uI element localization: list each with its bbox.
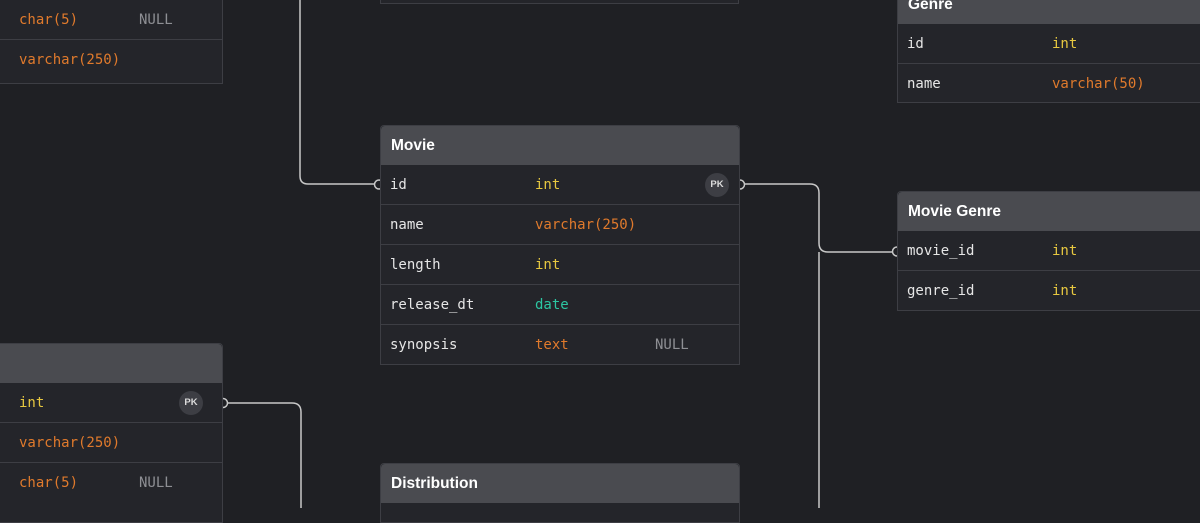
table-row: genre_id int (898, 271, 1200, 310)
column-type: int (535, 257, 561, 273)
column-type: int (1052, 283, 1078, 299)
table-row: varchar(250) (0, 40, 222, 80)
column-name: synopsis (390, 337, 458, 353)
column-null: NULL (139, 12, 173, 28)
column-null: NULL (655, 337, 689, 353)
table-title: Movie (391, 136, 435, 154)
column-name: id (390, 177, 407, 193)
relation-line-movie-to-movie-genre (744, 183, 892, 508)
table-header[interactable]: Movie (381, 126, 739, 165)
table-row: int PK (0, 383, 222, 423)
column-name: movie_id (907, 243, 975, 259)
table-genre[interactable]: Genre id int name varchar(50) (897, 0, 1200, 103)
column-type: int (1052, 243, 1078, 259)
table-row: synopsis text NULL (381, 325, 739, 364)
table-row: id int PK (381, 165, 739, 205)
column-name: name (390, 217, 424, 233)
column-type: varchar(250) (19, 435, 121, 451)
table-row: movie_id int (898, 231, 1200, 271)
column-name: release_dt (390, 297, 475, 313)
column-type: varchar(50) (1052, 76, 1145, 92)
table-title: Movie Genre (908, 202, 1002, 220)
table-row: name varchar(50) (898, 64, 1200, 102)
table-distribution[interactable]: Distribution (380, 463, 740, 523)
column-type: text (535, 337, 569, 353)
column-type: varchar(250) (19, 52, 121, 68)
column-type: int (1052, 36, 1078, 52)
column-type: varchar(250) (535, 217, 637, 233)
column-name: length (390, 257, 441, 273)
relation-line-bottom-left-down (227, 402, 302, 508)
column-type: int (19, 395, 45, 411)
column-name: id (907, 36, 924, 52)
column-type: date (535, 297, 569, 313)
table-header[interactable]: Genre (898, 0, 1200, 24)
table-movie[interactable]: Movie id int PK name varchar(250) length… (380, 125, 740, 365)
table-row: release_dt date (381, 285, 739, 325)
column-type: char(5) (19, 12, 79, 28)
table-row: char(5) NULL (0, 463, 222, 503)
column-name: genre_id (907, 283, 975, 299)
column-name: name (907, 76, 941, 92)
table-title: Distribution (391, 474, 478, 492)
primary-key-badge: PK (705, 173, 729, 197)
relation-line-left-to-movie (299, 0, 374, 185)
table-top-center[interactable] (380, 0, 739, 4)
table-row: length int (381, 245, 739, 285)
table-header[interactable]: Distribution (381, 464, 739, 503)
table-movie-genre[interactable]: Movie Genre movie_id int genre_id int (897, 191, 1200, 311)
table-title: Genre (908, 0, 953, 13)
column-type: int (535, 177, 561, 193)
table-row: id int (898, 24, 1200, 64)
table-header[interactable]: Movie Genre (898, 192, 1200, 231)
table-row: varchar(250) (0, 423, 222, 463)
column-null: NULL (139, 475, 173, 491)
column-type: char(5) (19, 475, 79, 491)
table-row: char(5) NULL (0, 0, 222, 40)
table-header[interactable] (0, 344, 222, 383)
primary-key-badge: PK (179, 391, 203, 415)
table-row: name varchar(250) (381, 205, 739, 245)
table-bottom-left[interactable]: int PK varchar(250) char(5) NULL (0, 343, 223, 523)
table-top-left[interactable]: char(5) NULL varchar(250) (0, 0, 223, 84)
